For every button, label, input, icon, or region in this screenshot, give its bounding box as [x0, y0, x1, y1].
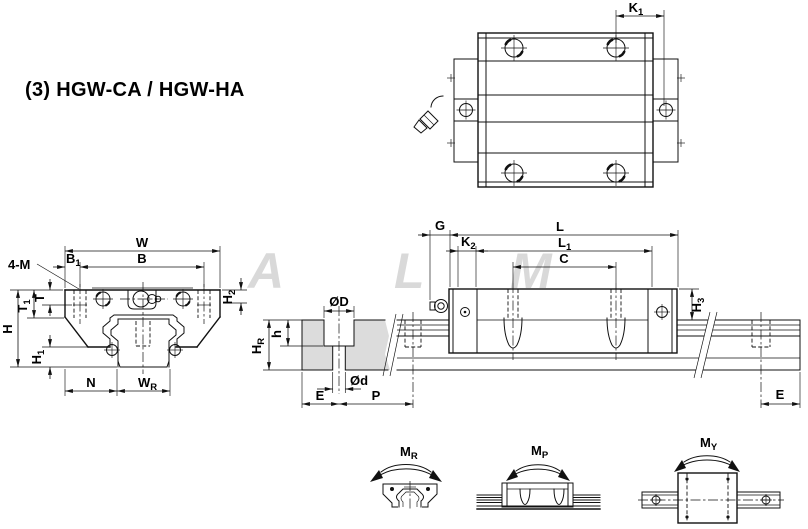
- top-view: K1: [413, 0, 686, 188]
- moment-label-my: MY: [700, 435, 718, 453]
- yaw-moment-arrow-icon: [674, 455, 740, 472]
- watermark-letter-a: A: [246, 243, 284, 299]
- carriage-side-mini-icon: [476, 482, 601, 510]
- dim-label-c: C: [559, 251, 569, 266]
- side-view: G L K2 L1 C H3 E: [396, 218, 801, 408]
- rail-section-view: ØD h HR Ød E P: [249, 294, 413, 408]
- figure-title: (3) HGW-CA / HGW-HA: [25, 79, 245, 101]
- moment-diagram-my: MY: [638, 435, 784, 524]
- front-view-cross-section: W B B1 4-M H2 T T1 H H1: [0, 235, 247, 396]
- moment-diagram-mp: MP: [476, 443, 601, 510]
- dim-label-h2: H2: [220, 290, 238, 305]
- carriage-front-mini-icon: [382, 481, 438, 510]
- dim-label-b: B: [137, 251, 146, 266]
- dim-label-k1: K1: [629, 0, 644, 18]
- moment-diagram-mr: MR: [370, 444, 442, 510]
- grease-nipple-icon: [413, 95, 444, 134]
- dim-label-e-mid: E: [316, 388, 325, 403]
- dim-label-h3: H3: [689, 298, 707, 313]
- dim-label-od-small: Ød: [350, 373, 368, 388]
- pitch-moment-arrow-icon: [506, 464, 570, 481]
- grease-nipple-front-icon: [120, 289, 168, 310]
- dim-label-k2: K2: [461, 234, 476, 252]
- dim-label-w: W: [136, 235, 149, 250]
- moment-label-mp: MP: [531, 443, 549, 461]
- grease-nipple-side-icon: [429, 299, 448, 313]
- dim-label-g: G: [435, 218, 445, 233]
- dim-label-t1: T1: [15, 299, 33, 313]
- dim-label-t: T: [32, 294, 47, 302]
- dim-label-4m: 4-M: [8, 257, 30, 272]
- dim-label-wr: WR: [138, 375, 157, 393]
- dim-label-hr: HR: [249, 338, 267, 354]
- dim-label-e-side: E: [776, 387, 785, 402]
- moment-label-mr: MR: [400, 444, 418, 462]
- dim-label-n: N: [86, 375, 95, 390]
- dim-label-b1: B1: [66, 251, 81, 269]
- dim-label-h: H: [0, 324, 15, 333]
- dim-label-l1: L1: [558, 235, 572, 253]
- dim-label-l: L: [556, 219, 564, 234]
- roll-moment-arrow-icon: [370, 464, 442, 482]
- dim-label-p: P: [372, 388, 381, 403]
- watermark-letter-l: L: [394, 243, 425, 299]
- dim-label-h1: H1: [29, 349, 47, 364]
- dim-label-od: ØD: [329, 294, 349, 309]
- dim-label-h-small: h: [269, 330, 284, 338]
- carriage-top-mini-icon: [638, 472, 784, 524]
